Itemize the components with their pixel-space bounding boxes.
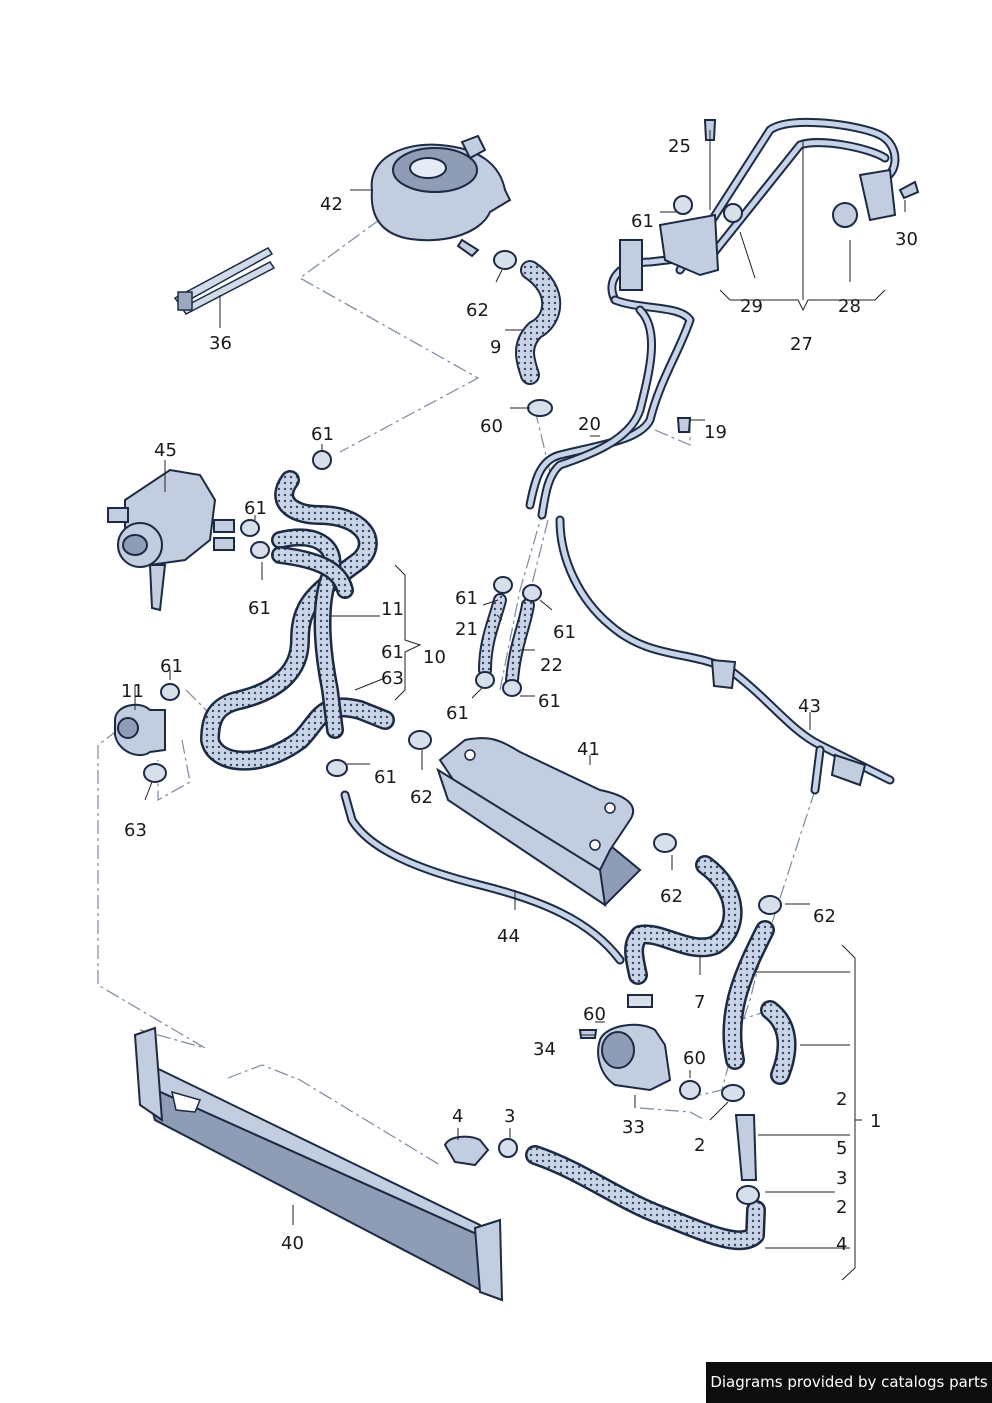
label-30: 30 bbox=[895, 229, 918, 250]
label-4: 4 bbox=[452, 1106, 463, 1127]
label-60: 60 bbox=[480, 416, 503, 437]
label-43: 43 bbox=[798, 696, 821, 717]
label-2: 2 bbox=[836, 1197, 847, 1218]
label-25: 25 bbox=[668, 136, 691, 157]
hose-9 bbox=[515, 260, 562, 385]
label-62: 62 bbox=[813, 906, 836, 927]
label-7: 7 bbox=[694, 992, 705, 1013]
label-61: 61 bbox=[446, 703, 469, 724]
label-41: 41 bbox=[577, 739, 600, 760]
label-45: 45 bbox=[154, 440, 177, 461]
thermostat-housing bbox=[114, 703, 166, 757]
label-61: 61 bbox=[160, 656, 183, 677]
cooler-41 bbox=[436, 737, 642, 908]
water-pump-33 bbox=[597, 994, 672, 1092]
label-22: 22 bbox=[540, 655, 563, 676]
label-2: 2 bbox=[694, 1135, 705, 1156]
hoses-21-22 bbox=[478, 593, 535, 687]
leader-lines bbox=[134, 130, 906, 1281]
label-27: 27 bbox=[790, 334, 813, 355]
label-36: 36 bbox=[209, 333, 232, 354]
label-61: 61 bbox=[374, 767, 397, 788]
hose-clamps bbox=[143, 195, 782, 1205]
label-19: 19 bbox=[704, 422, 727, 443]
hose-7 bbox=[624, 855, 743, 985]
label-21: 21 bbox=[455, 619, 478, 640]
label-61: 61 bbox=[381, 642, 404, 663]
coolant-pipes bbox=[525, 117, 900, 795]
dashed-connection-lines bbox=[97, 189, 816, 1166]
label-40: 40 bbox=[281, 1233, 304, 1254]
label-60: 60 bbox=[583, 1004, 606, 1025]
label-62: 62 bbox=[410, 787, 433, 808]
label-9: 9 bbox=[490, 337, 501, 358]
connector-5-and-hose bbox=[443, 1114, 766, 1251]
label-3: 3 bbox=[836, 1168, 847, 1189]
label-4: 4 bbox=[836, 1234, 847, 1255]
label-61: 61 bbox=[631, 211, 654, 232]
label-42: 42 bbox=[320, 194, 343, 215]
label-34: 34 bbox=[533, 1039, 556, 1060]
label-20: 20 bbox=[578, 414, 601, 435]
label-10: 10 bbox=[423, 647, 446, 668]
label-61: 61 bbox=[244, 498, 267, 519]
cable-strap bbox=[173, 247, 276, 315]
expansion-tank bbox=[370, 134, 512, 258]
valve-unit bbox=[107, 468, 235, 612]
flange-and-bolts bbox=[578, 119, 920, 1039]
label-63: 63 bbox=[124, 820, 147, 841]
label-61: 61 bbox=[455, 588, 478, 609]
label-33: 33 bbox=[622, 1117, 645, 1138]
label-60: 60 bbox=[683, 1048, 706, 1069]
credit-badge: Diagrams provided by catalogs parts bbox=[706, 1362, 992, 1403]
label-11: 11 bbox=[121, 681, 144, 702]
part-labels: 42 62 9 36 60 61 45 61 61 11 61 10 63 25… bbox=[121, 136, 918, 1255]
label-44: 44 bbox=[497, 926, 520, 947]
label-1: 1 bbox=[870, 1111, 881, 1132]
label-61: 61 bbox=[538, 691, 561, 712]
label-2: 2 bbox=[836, 1089, 847, 1110]
hoses-2 bbox=[722, 920, 797, 1085]
label-28: 28 bbox=[838, 296, 861, 317]
label-5: 5 bbox=[836, 1138, 847, 1159]
pipe-44 bbox=[340, 790, 625, 965]
label-29: 29 bbox=[740, 296, 763, 317]
radiator-40 bbox=[133, 1026, 504, 1302]
label-61: 61 bbox=[553, 622, 576, 643]
label-11: 11 bbox=[381, 599, 404, 620]
label-63: 63 bbox=[381, 668, 404, 689]
label-61: 61 bbox=[311, 424, 334, 445]
hose-assembly-10 bbox=[200, 470, 395, 771]
label-62: 62 bbox=[660, 886, 683, 907]
label-61: 61 bbox=[248, 598, 271, 619]
label-3: 3 bbox=[504, 1106, 515, 1127]
label-62: 62 bbox=[466, 300, 489, 321]
